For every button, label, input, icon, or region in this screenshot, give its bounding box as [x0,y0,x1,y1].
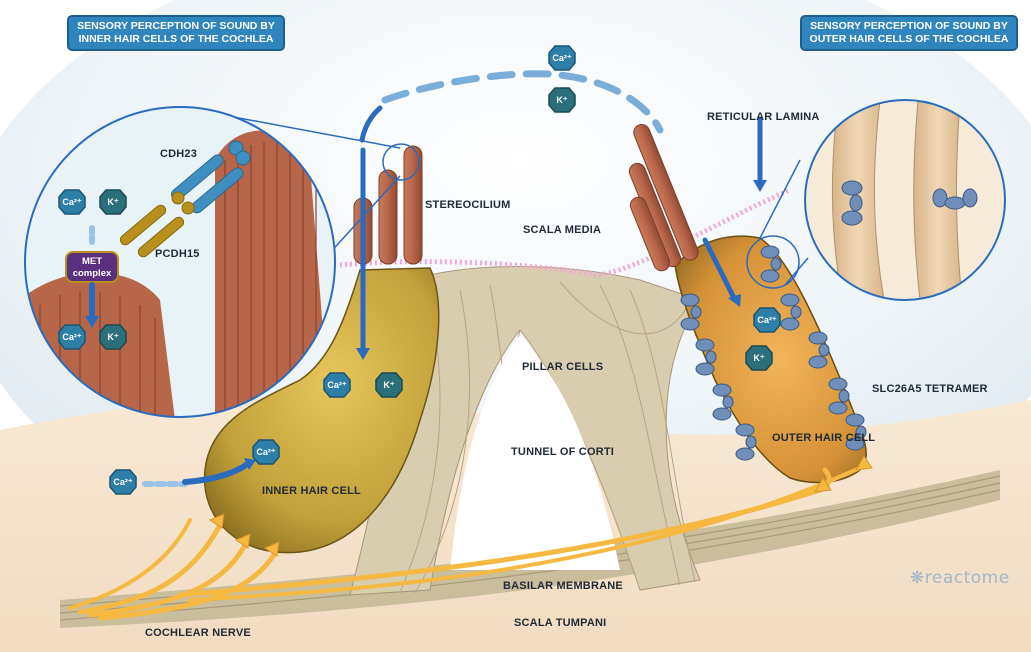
label-outer-hair-cell: OUTER HAIR CELL [772,432,875,444]
met-complex: MET complex [65,251,119,283]
label-pcdh15: PCDH15 [155,248,200,260]
outer-zoom-circle [759,99,1006,301]
title-outer-line2: OUTER HAIR CELLS OF THE COCHLEA [809,33,1009,45]
label-cdh23: CDH23 [160,148,197,160]
svg-text:Ca²⁺: Ca²⁺ [552,53,572,63]
pcdh15-protein [119,191,195,258]
cdh23-protein [171,140,251,214]
svg-text:Ca²⁺: Ca²⁺ [256,447,276,457]
svg-text:Ca²⁺: Ca²⁺ [62,197,82,207]
svg-text:K⁺: K⁺ [107,197,118,207]
reactome-logo: ❋reactome [910,568,1010,588]
ion-ca-top: Ca²⁺ [548,45,576,71]
ion-k-zoom-lower: K⁺ [99,324,127,350]
label-cochlear-nerve: COCHLEAR NERVE [145,627,251,639]
label-basilar-membrane: BASILAR MEMBRANE [503,580,623,592]
title-outer-hair-cells: SENSORY PERCEPTION OF SOUND BY OUTER HAI… [800,15,1018,51]
met-label-line1: MET [82,256,102,267]
label-stereocilium: STEREOCILIUM [425,199,511,211]
ion-k-top: K⁺ [548,87,576,113]
title-inner-line2: INNER HAIR CELLS OF THE COCHLEA [78,33,274,45]
ion-k-outer-cell: K⁺ [745,345,773,371]
ion-ca-zoom-upper: Ca²⁺ [58,189,86,215]
ion-ca-external: Ca²⁺ [109,469,137,495]
ion-badges: Ca²⁺ K⁺ Ca²⁺ K⁺ Ca²⁺ K⁺ Ca²⁺ K⁺ Ca²⁺ Ca²… [58,45,781,495]
title-outer-line1: SENSORY PERCEPTION OF SOUND BY [810,20,1008,32]
svg-text:K⁺: K⁺ [107,332,118,342]
ion-k-zoom-upper: K⁺ [99,189,127,215]
label-reticular-lamina: RETICULAR LAMINA [707,111,820,123]
ion-ca-outer-cell: Ca²⁺ [753,307,781,333]
label-scala-tympani: SCALA TUMPANI [514,617,606,629]
nerve-endings [208,455,873,557]
tunnel-of-corti [450,335,620,570]
svg-text:Ca²⁺: Ca²⁺ [757,315,777,325]
met-label-line2: complex [73,268,112,279]
ion-ca-inner-cell: Ca²⁺ [323,372,351,398]
ion-ca-inner-base: Ca²⁺ [252,439,280,465]
label-tunnel-of-corti: TUNNEL OF CORTI [511,446,614,458]
reactome-logo-text: reactome [924,568,1010,588]
svg-text:Ca²⁺: Ca²⁺ [327,380,347,390]
cochlear-nerve [68,466,862,621]
label-scala-media: SCALA MEDIA [523,224,601,236]
slc26a5-tetramers [680,245,867,461]
outer-stereocilia [628,124,699,272]
label-slc26a5: SLC26A5 TETRAMER [872,383,988,395]
svg-text:K⁺: K⁺ [753,353,764,363]
svg-text:K⁺: K⁺ [383,380,394,390]
title-inner-line1: SENSORY PERCEPTION OF SOUND BY [77,20,275,32]
ion-ca-zoom-lower: Ca²⁺ [58,324,86,350]
title-inner-hair-cells: SENSORY PERCEPTION OF SOUND BY INNER HAI… [67,15,285,51]
reticular-lamina-edge [339,187,791,278]
outer-zoom-origin [746,235,800,289]
svg-text:K⁺: K⁺ [556,95,567,105]
label-pillar-cells: PILLAR CELLS [522,361,603,373]
svg-text:Ca²⁺: Ca²⁺ [62,332,82,342]
label-inner-hair-cell: INNER HAIR CELL [262,485,361,497]
reactome-icon: ❋ [910,568,925,588]
svg-text:Ca²⁺: Ca²⁺ [113,477,133,487]
ion-k-inner-cell: K⁺ [375,372,403,398]
